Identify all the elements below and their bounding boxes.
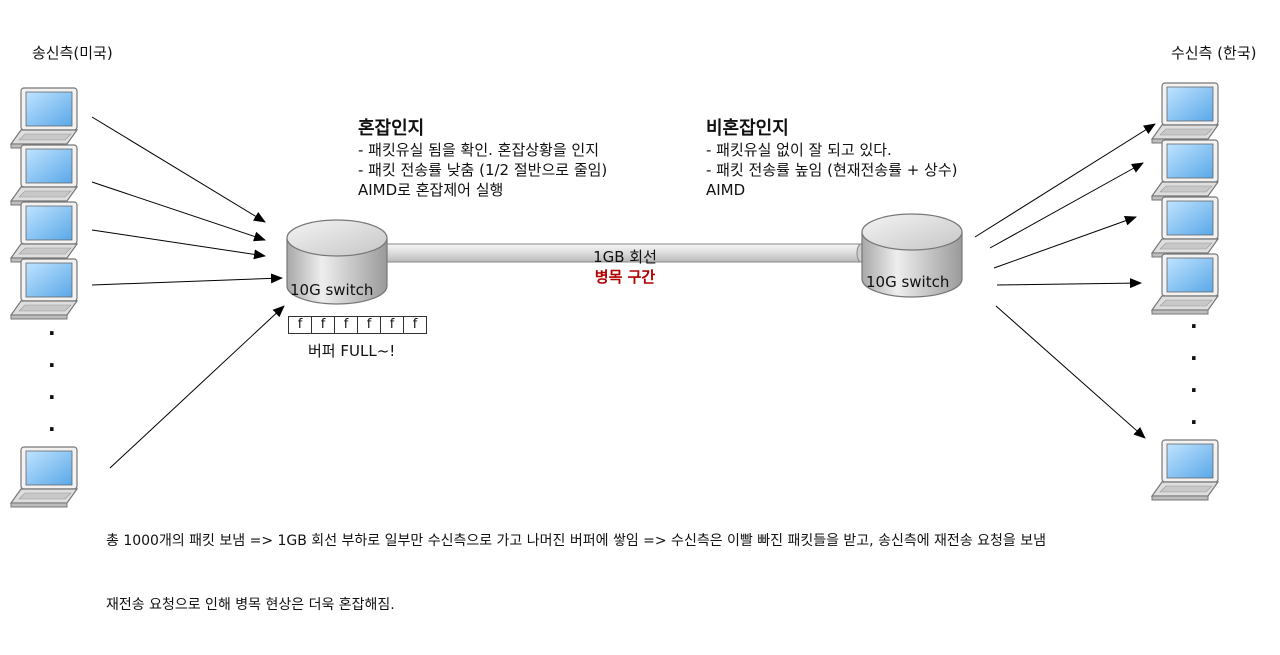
arrow-receiver-3	[993, 216, 1137, 269]
footer-line-2: 재전송 요청으로 인해 병목 현상은 더욱 혼잡해짐.	[106, 597, 395, 613]
no-congestion-line-1: - 패킷유실 없이 잘 되고 있다.	[706, 141, 892, 159]
receiver-laptop-5	[1151, 439, 1219, 501]
buffer-cell: f	[312, 317, 335, 333]
left-switch-label: 10G switch	[290, 281, 374, 299]
no-congestion-line-3: AIMD	[706, 181, 746, 199]
congestion-title: 혼잡인지	[358, 118, 425, 139]
arrow-sender-2	[91, 181, 266, 242]
no-congestion-line-2: - 패킷 전송률 높임 (현재전송률 + 상수)	[706, 161, 958, 179]
congestion-line-1: - 패킷유실 됨을 확인. 혼잡상황을 인지	[358, 141, 600, 159]
footer-line-1: 총 1000개의 패킷 보냄 => 1GB 회선 부하로 일부만 수신측으로 가…	[106, 533, 1046, 549]
sender-laptop-1	[10, 87, 78, 149]
buffer-cell: f	[289, 317, 312, 333]
no-congestion-note: 비혼잡인지 - 패킷유실 없이 잘 되고 있다. - 패킷 전송률 높임 (현재…	[706, 114, 958, 200]
sender-label: 송신측(미국)	[32, 44, 113, 62]
arrow-receiver-2	[989, 162, 1144, 249]
receiver-laptop-4	[1151, 253, 1219, 315]
sender-laptop-5	[10, 446, 78, 508]
receiver-ellipsis: . . . .	[1190, 309, 1198, 429]
receiver-laptop-2	[1151, 139, 1219, 201]
sender-laptop-2	[10, 144, 78, 206]
arrow-receiver-5	[995, 305, 1146, 439]
buffer-cell: f	[358, 317, 381, 333]
buffer-cell: f	[381, 317, 404, 333]
buffer-label: 버퍼 FULL~!	[308, 342, 396, 360]
right-switch	[861, 213, 963, 298]
receiver-laptop-3	[1151, 196, 1219, 258]
buffer-cell: f	[404, 317, 426, 333]
bottleneck-label: 병목 구간	[594, 268, 656, 286]
no-congestion-title: 비혼잡인지	[706, 118, 789, 139]
left-switch	[286, 219, 388, 305]
receiver-laptop-1	[1151, 82, 1219, 144]
link-label: 1GB 회선	[593, 248, 657, 266]
sender-laptop-3	[10, 201, 78, 263]
arrow-receiver-4	[996, 278, 1142, 289]
receiver-label: 수신측 (한국)	[1171, 44, 1257, 62]
sender-laptop-4	[10, 258, 78, 320]
congestion-line-2: - 패킷 전송률 낮춤 (1/2 절반으로 줄임)	[358, 161, 608, 179]
arrow-sender-1	[91, 116, 266, 223]
arrow-sender-3	[91, 229, 266, 260]
congestion-note: 혼잡인지 - 패킷유실 됨을 확인. 혼잡상황을 인지 - 패킷 전송률 낮춤 …	[358, 114, 607, 200]
switch-buffer: f f f f f f	[288, 316, 427, 334]
congestion-line-3: AIMD로 혼잡제어 실행	[358, 181, 504, 199]
sender-ellipsis: . . . .	[48, 316, 56, 436]
arrow-sender-5	[109, 305, 285, 469]
arrow-receiver-1	[974, 123, 1156, 238]
right-switch-label: 10G switch	[866, 273, 950, 291]
buffer-cell: f	[335, 317, 358, 333]
arrow-sender-4	[91, 273, 283, 286]
